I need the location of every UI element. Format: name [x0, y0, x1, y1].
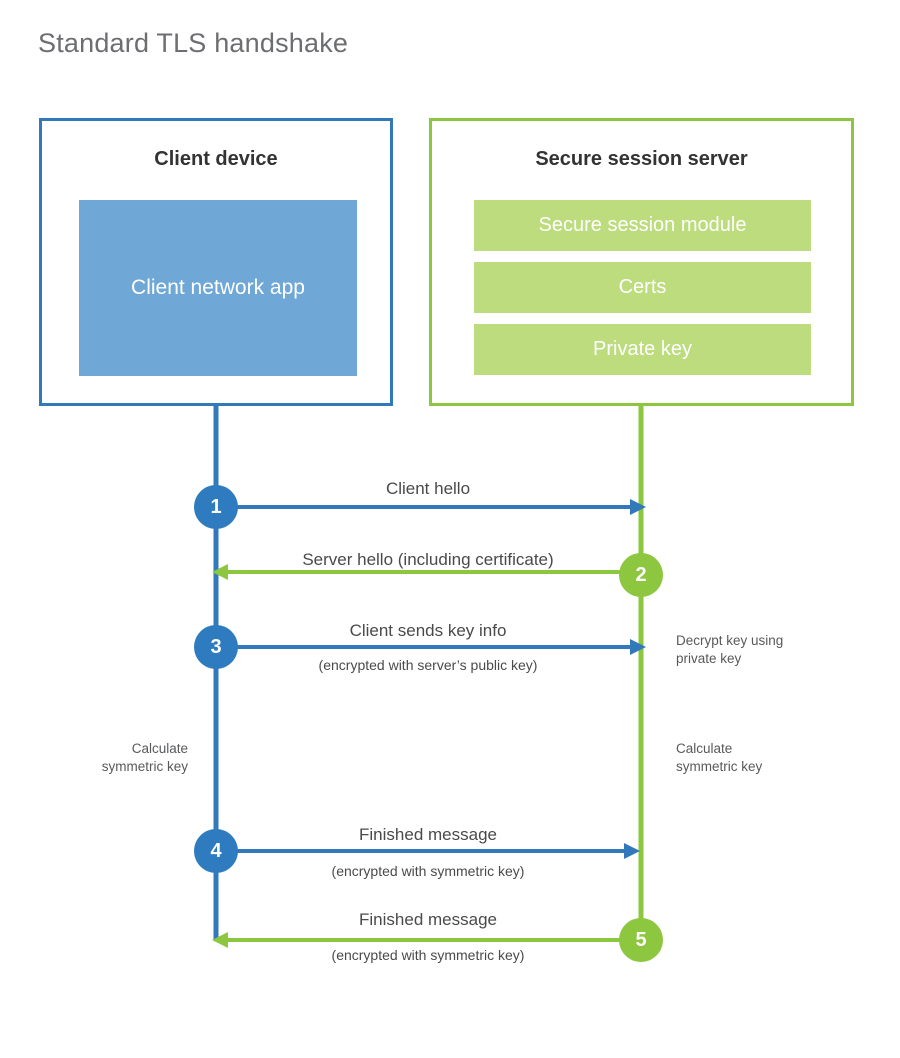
- step-marker-4[interactable]: 4: [194, 829, 238, 873]
- step-marker-2[interactable]: 2: [619, 553, 663, 597]
- server-component-secure-session-module: Secure session module: [474, 200, 811, 251]
- step-4-sublabel: (encrypted with symmetric key): [331, 863, 525, 879]
- client-device-box: Client device Client network app: [39, 118, 393, 406]
- arrow-step-2: [212, 564, 641, 580]
- server-components-list: Secure session module Certs Private key: [474, 200, 811, 375]
- step-4-label: Finished message: [359, 825, 497, 844]
- client-device-title: Client device: [154, 148, 278, 170]
- step-5-label: Finished message: [359, 910, 497, 929]
- secure-session-server-box: Secure session server Secure session mod…: [429, 118, 854, 406]
- step-marker-1[interactable]: 1: [194, 485, 238, 529]
- step-3-label: Client sends key info: [349, 621, 507, 640]
- step-1-label: Client hello: [385, 479, 471, 498]
- step-3-sublabel: (encrypted with server’s public key): [318, 657, 538, 673]
- step-5-sublabel: (encrypted with symmetric key): [331, 947, 525, 963]
- annotation-decrypt-key: Decrypt key using private key: [676, 633, 784, 666]
- server-component-certs: Certs: [474, 262, 811, 313]
- annotation-client-calculate-symmetric-key: Calculate symmetric key: [101, 741, 188, 774]
- arrow-step-5: [212, 932, 641, 948]
- arrow-step-1: [216, 499, 646, 515]
- step-2-label: Server hello (including certificate): [302, 550, 554, 569]
- secure-session-server-title: Secure session server: [535, 148, 748, 170]
- arrow-step-3: [216, 639, 646, 655]
- server-component-private-key: Private key: [474, 324, 811, 375]
- client-network-app-label: Client network app: [131, 276, 305, 300]
- annotation-server-calculate-symmetric-key: Calculate symmetric key: [676, 741, 763, 774]
- arrow-step-4: [216, 843, 640, 859]
- step-marker-3[interactable]: 3: [194, 625, 238, 669]
- page-title: Standard TLS handshake: [38, 28, 349, 58]
- step-marker-5[interactable]: 5: [619, 918, 663, 962]
- client-network-app-block: Client network app: [79, 200, 357, 376]
